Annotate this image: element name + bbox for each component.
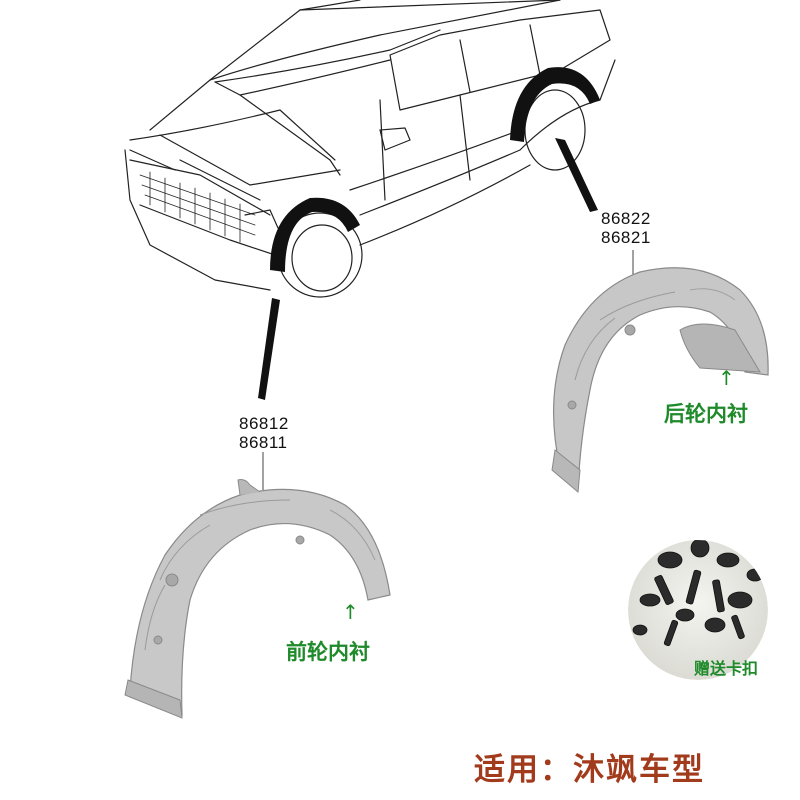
rear-part-number-2: 86821 <box>601 228 651 247</box>
clips-label: 赠送卡扣 <box>694 659 759 678</box>
rear-liner-label: 后轮内衬 <box>664 402 748 426</box>
front-liner-arrow-icon: ↑ <box>342 600 359 624</box>
front-leader-line <box>258 298 280 400</box>
front-part-number-2: 86811 <box>239 433 288 452</box>
applicable-model: 沐飒车型 <box>573 752 705 788</box>
car-line-drawing <box>124 0 616 298</box>
front-wheel-liner <box>124 479 391 719</box>
front-arch-highlight <box>270 197 360 272</box>
applicable-models-footer: 适用：沐飒车型 <box>474 744 705 789</box>
rear-liner-arrow-icon: ↑ <box>718 366 735 390</box>
rear-part-number-1: 86822 <box>601 209 651 228</box>
rear-wheel-liner <box>551 267 769 494</box>
rear-arch-highlight <box>510 67 600 142</box>
front-part-number-1: 86812 <box>239 414 289 433</box>
applicable-label: 适用： <box>474 752 573 788</box>
rear-leader-line <box>555 138 598 212</box>
front-liner-label: 前轮内衬 <box>286 640 370 664</box>
clips-photo <box>628 540 768 680</box>
